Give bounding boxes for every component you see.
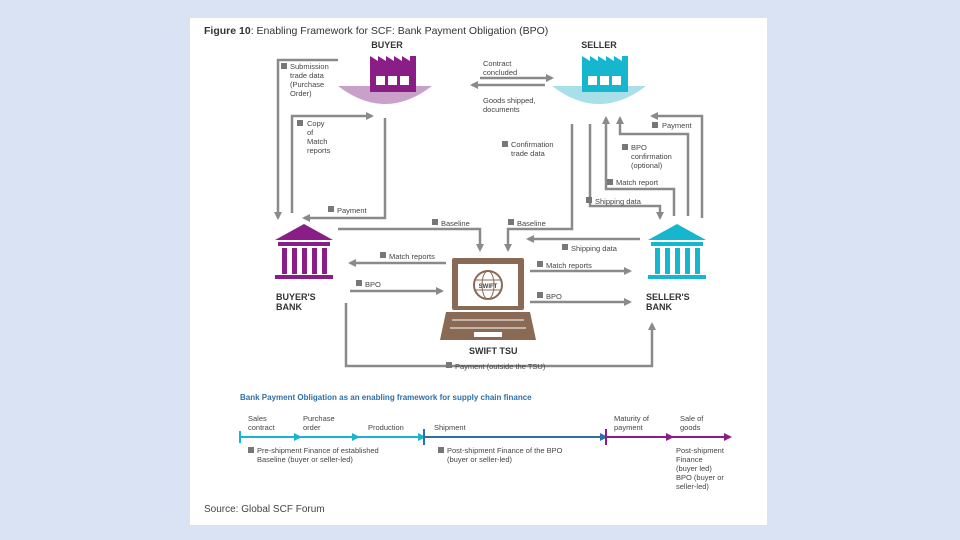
seller-label: SELLER (581, 40, 617, 50)
payment-buyer-label: Payment (337, 206, 368, 215)
baseline-right-label: Baseline (517, 219, 546, 228)
figure-panel: Figure 10: Enabling Framework for SCF: B… (190, 18, 767, 525)
baseline-left-label: Baseline (441, 219, 470, 228)
source-note: Source: Global SCF Forum (204, 504, 325, 515)
shipping-data-top-arrow (588, 124, 664, 220)
figure-title: Figure 10: Enabling Framework for SCF: B… (204, 25, 548, 37)
step-marker (248, 447, 254, 453)
step-marker (446, 362, 452, 368)
step-marker (502, 141, 508, 147)
bpo-confirmation-arrow (616, 116, 690, 216)
buyer-factory-icon (338, 56, 432, 104)
step-marker (607, 179, 613, 185)
stage-production: Production (368, 423, 404, 432)
swift-logo-text: SWIFT (479, 284, 498, 290)
step-marker (537, 292, 543, 298)
bpo-left-label: BPO (365, 280, 381, 289)
buyers-bank-icon (275, 224, 333, 279)
step-marker (508, 219, 514, 225)
match-report-arrow (602, 116, 676, 216)
step-marker (432, 219, 438, 225)
submission-arrow (274, 58, 338, 220)
copy-match-arrow (290, 112, 374, 213)
goods-label: Goods shipped,documents (483, 96, 536, 114)
payment-seller-arrow (650, 112, 704, 218)
payment-buyer-arrow (302, 118, 387, 222)
swift-tsu-label: SWIFT TSU (469, 346, 518, 356)
shipping-data-label: Shipping data (571, 244, 618, 253)
baseline-left-arrow (338, 227, 484, 252)
step-marker (380, 252, 386, 258)
match-reports-right-label: Match reports (546, 261, 592, 270)
shipping-data-top-label: Shipping data (595, 197, 642, 206)
seller-factory-icon (552, 56, 646, 104)
baseline-right-arrow (504, 208, 574, 252)
match-reports-left-label: Match reports (389, 252, 435, 261)
step-marker (652, 122, 658, 128)
bpo-right-label: BPO (546, 292, 562, 301)
swift-tsu-laptop-icon (440, 258, 536, 340)
step-marker (537, 261, 543, 267)
step-marker (356, 280, 362, 286)
step-marker (562, 244, 568, 250)
payment-seller-label: Payment (662, 121, 693, 130)
step-marker (281, 63, 287, 69)
match-report-label: Match report (616, 178, 659, 187)
post-shipment-finance: Post-shipment Finance of the BPO(buyer o… (447, 446, 563, 464)
step-marker (438, 447, 444, 453)
stage-shipment: Shipment (434, 423, 467, 432)
payment-outside-arrow (344, 303, 656, 368)
buyer-label: BUYER (371, 40, 403, 50)
step-marker (586, 197, 592, 203)
step-marker (622, 144, 628, 150)
step-marker (328, 206, 334, 212)
payment-outside-label: Payment (outside the TSU) (455, 362, 546, 371)
timeline-title: Bank Payment Obligation as an enabling f… (240, 393, 532, 402)
bpo-diagram: Figure 10: Enabling Framework for SCF: B… (204, 25, 732, 515)
sellers-bank-icon (648, 224, 706, 279)
step-marker (297, 120, 303, 126)
